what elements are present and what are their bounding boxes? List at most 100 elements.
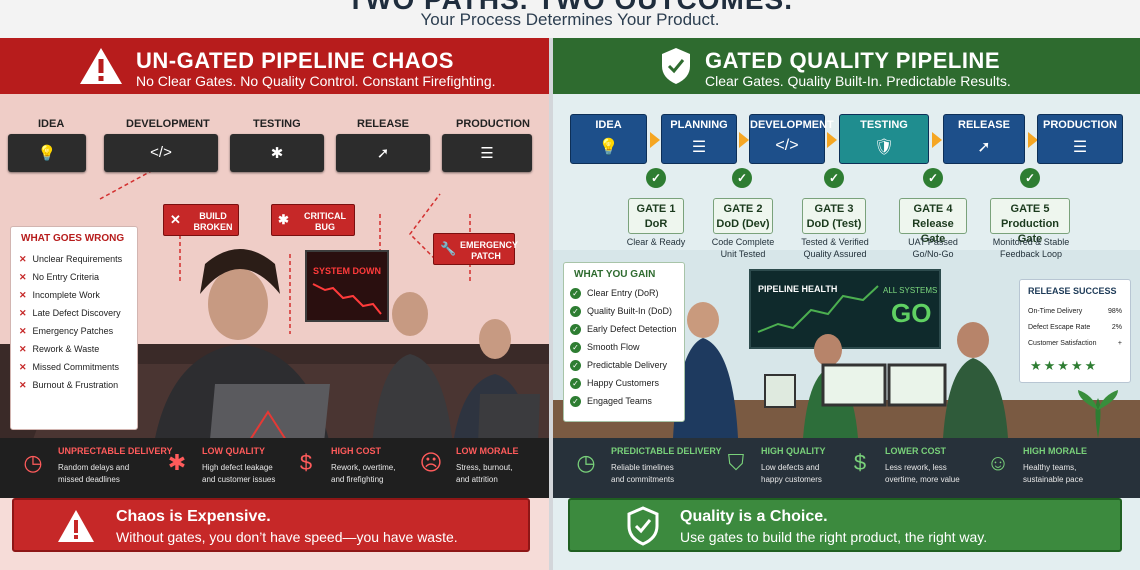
- stage-block-development: DEVELOPMENT </>: [749, 114, 834, 164]
- list-item: ✓Quality Built-In (DoD): [570, 302, 678, 320]
- stage-label: DEVELOPMENT: [750, 119, 834, 131]
- stage-block-production: PRODUCTION ☰: [1037, 114, 1123, 164]
- x-icon: ✕: [19, 254, 27, 264]
- chevron-right-icon: [827, 132, 837, 148]
- stage-label-production: PRODUCTION: [456, 118, 530, 130]
- page-title: TWO PATHS. TWO OUTCOMES.: [0, 0, 1140, 16]
- server-icon: ☰: [480, 145, 494, 162]
- check-icon: ✓: [570, 360, 581, 372]
- stage-label-testing: TESTING: [253, 118, 301, 130]
- list-item: ✓Clear Entry (DoR): [570, 284, 678, 302]
- list-item: ✕Burnout & Frustration: [19, 380, 119, 390]
- footer-text: Without gates, you don’t have speed—you …: [116, 529, 458, 545]
- chevron-right-icon: [739, 132, 749, 148]
- gate-check-icon: ✓: [646, 168, 666, 188]
- x-icon: ✕: [19, 362, 27, 372]
- outcome-title: LOW MORALE: [456, 446, 519, 456]
- gated-footer: Quality is a Choice. Use gates to build …: [568, 498, 1122, 552]
- shield-check-icon: [662, 48, 690, 84]
- what-you-gain-list: WHAT YOU GAIN ✓Clear Entry (DoR) ✓Qualit…: [563, 262, 685, 422]
- stage-label: PLANNING: [670, 119, 728, 131]
- stage-block-production: ☰: [442, 134, 532, 172]
- ungated-title: UN-GATED PIPELINE CHAOS: [136, 48, 454, 73]
- stage-block-planning: PLANNING ☰: [661, 114, 737, 164]
- critical-bug-label: CRITICAL BUG: [304, 211, 346, 232]
- server-icon: ☰: [1072, 139, 1088, 156]
- warning-icon: [58, 510, 94, 542]
- outcome-title: HIGH QUALITY: [761, 446, 826, 456]
- ungated-subtitle: No Clear Gates. No Quality Control. Cons…: [136, 73, 496, 89]
- ungated-header: UN-GATED PIPELINE CHAOS No Clear Gates. …: [0, 38, 549, 94]
- stage-label-development: DEVELOPMENT: [126, 118, 210, 130]
- warning-icon: [80, 48, 122, 84]
- check-icon: ✓: [570, 378, 581, 390]
- outcome-title: LOW QUALITY: [202, 446, 265, 456]
- close-icon: ✕: [170, 212, 181, 227]
- outcome-desc: Rework, overtime,and firefighting: [331, 463, 396, 484]
- shield-check-icon: [627, 506, 659, 546]
- ungated-footer: Chaos is Expensive. Without gates, you d…: [12, 498, 530, 552]
- outcome-title: HIGH MORALE: [1023, 446, 1087, 456]
- outcome-title: PREDICTABLE DELIVERY: [611, 446, 722, 456]
- stage-label: IDEA: [595, 119, 622, 131]
- x-icon: ✕: [19, 308, 27, 318]
- gate-check-icon: ✓: [732, 168, 752, 188]
- rocket-icon: ➚: [376, 145, 390, 162]
- clock-icon: ◷: [23, 450, 43, 475]
- x-icon: ✕: [19, 380, 27, 390]
- code-icon: </>: [775, 137, 799, 154]
- checklist-icon: ☰: [691, 139, 707, 156]
- falling-chart-icon: [312, 283, 382, 315]
- check-icon: ✓: [570, 396, 581, 408]
- list-item: ✓Smooth Flow: [570, 338, 678, 356]
- wrench-icon: 🔧: [440, 241, 457, 256]
- stage-label: TESTING: [860, 119, 908, 131]
- lightbulb-icon: 💡: [598, 139, 619, 156]
- list-item: ✕Late Defect Discovery: [19, 308, 121, 318]
- panel-divider: [549, 38, 553, 570]
- outcome-desc: Stress, burnout,and attrition: [456, 463, 513, 484]
- stage-block-idea: IDEA 💡: [570, 114, 647, 164]
- chevron-right-icon: [1028, 132, 1038, 148]
- gate-1-desc: Clear & Ready: [626, 237, 686, 247]
- star-rating: ★★★★★: [1030, 358, 1099, 373]
- chevron-right-icon: [932, 132, 942, 148]
- top-header: TWO PATHS. TWO OUTCOMES. Your Process De…: [0, 0, 1140, 38]
- list-item: ✓Early Defect Detection: [570, 320, 678, 338]
- clock-icon: ◷: [576, 450, 596, 475]
- metric-row: Customer Satisfaction+: [1028, 340, 1122, 347]
- stage-block-testing: ✱: [230, 134, 324, 172]
- bug-icon: ✱: [167, 450, 187, 475]
- code-icon: </>: [150, 144, 172, 161]
- go-status: GO: [891, 298, 932, 328]
- list-item: ✓Happy Customers: [570, 374, 678, 392]
- stage-label: PRODUCTION: [1043, 119, 1117, 131]
- system-down-text: SYSTEM DOWN: [313, 266, 382, 276]
- stage-block-development: </>: [104, 134, 218, 172]
- ungated-panel: UN-GATED PIPELINE CHAOS No Clear Gates. …: [0, 38, 549, 570]
- list-item: ✕No Entry Criteria: [19, 272, 100, 282]
- gated-title: GATED QUALITY PIPELINE: [705, 48, 1000, 73]
- check-icon: ✓: [570, 342, 581, 354]
- shield-check-icon: ⛉: [727, 450, 745, 475]
- bug-icon: ✱: [278, 212, 289, 227]
- dollar-icon: $: [853, 450, 867, 475]
- list-item: ✕Rework & Waste: [19, 344, 100, 354]
- lightbulb-icon: 💡: [37, 145, 57, 162]
- stage-block-idea: 💡: [8, 134, 86, 172]
- emergency-patch-alert: 🔧 EMERGENCY PATCH: [433, 233, 518, 265]
